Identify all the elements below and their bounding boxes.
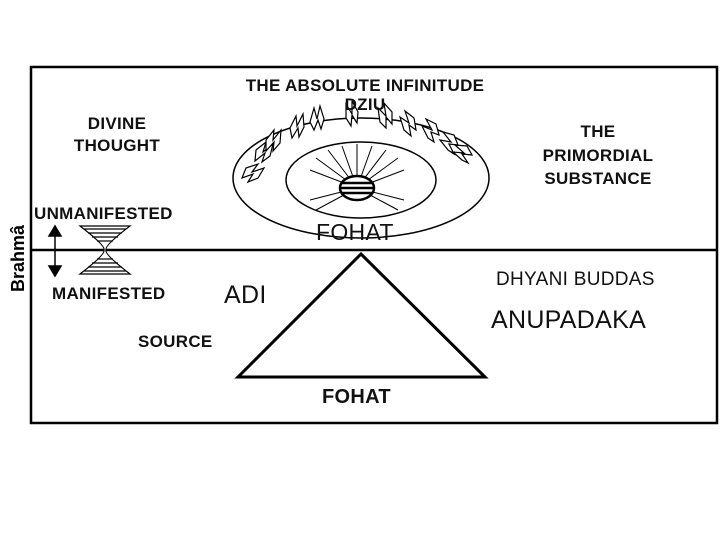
- label-dziu: DZIU: [344, 95, 386, 114]
- label-anupadaka: ANUPADAKA: [491, 306, 647, 334]
- triangle: [234, 251, 489, 379]
- label-brahma-vertical: Brahmâ: [8, 224, 28, 292]
- double-arrow: [47, 224, 63, 278]
- inner-ellipse: [285, 141, 437, 219]
- lightning-bolts: [240, 100, 474, 184]
- label-fohat-bottom: FOHAT: [322, 386, 391, 408]
- label-fohat-top: FOHAT: [316, 219, 394, 245]
- label-primordial: PRIMORDIAL: [542, 146, 654, 165]
- label-thought: THOUGHT: [73, 136, 161, 155]
- label-the: THE: [580, 122, 616, 141]
- hourglass-symbol: [78, 225, 132, 275]
- label-manifested: MANIFESTED: [52, 284, 166, 303]
- label-substance: SUBSTANCE: [544, 169, 652, 188]
- diagram-frame: [29, 65, 719, 425]
- label-divine: DIVINE: [87, 114, 147, 133]
- label-dhyani-buddas: DHYANI BUDDAS: [496, 269, 655, 290]
- label-absolute-infinitude: THE ABSOLUTE INFINITUDE: [245, 76, 485, 95]
- label-source: SOURCE: [138, 332, 213, 351]
- outer-ellipse: [232, 117, 490, 239]
- label-adi: ADI: [224, 281, 267, 309]
- central-sun: [309, 144, 405, 211]
- label-unmanifested: UNMANIFESTED: [34, 204, 173, 223]
